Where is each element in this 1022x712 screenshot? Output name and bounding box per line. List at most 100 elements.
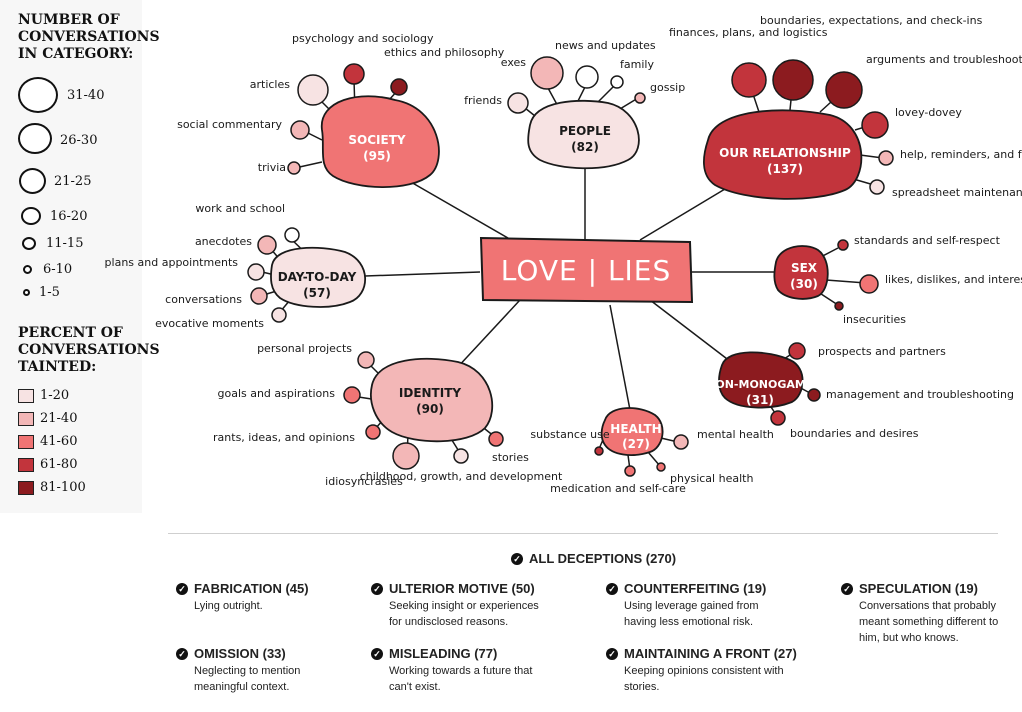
deception-title: ULTERIOR MOTIVE (50) [389,581,535,596]
sub-label: evocative moments [155,317,264,330]
sub-insecurities-circle [834,301,844,311]
center-banner [479,236,694,304]
size-circle-21-25 [19,168,46,194]
check-icon: ✓ [176,582,188,595]
sub-social-commentary-circle [290,120,310,140]
check-icon: ✓ [371,647,383,660]
sub-label: medication and self-care [550,482,686,495]
people-node [527,99,640,170]
health-count: (27) [622,437,650,451]
deception-desc: Keeping opinions consistent with stories… [624,665,784,693]
deception-item: ✓ULTERIOR MOTIVE (50) Seeking insight or… [371,581,546,630]
sub-family-circle [610,75,624,89]
sub-help-circle [878,150,894,166]
sub-likes-circle [859,274,879,294]
all-deceptions-header: ✓ALL DECEPTIONS (270) [511,551,676,566]
sub-label: mental health [697,428,774,441]
deception-desc: Neglecting to mention meaningful context… [194,665,301,693]
society-title: SOCIETY [348,133,405,147]
size-circle-6-10 [23,265,32,274]
daytoday-node [270,246,367,308]
health-title: HEALTH [610,422,661,436]
sub-label: substance use [530,428,609,441]
sub-trivia-circle [287,161,301,175]
sub-nm-boundaries-circle [770,410,786,426]
relationship-title: OUR RELATIONSHIP [719,146,851,160]
daytoday-count: (57) [303,286,331,300]
deception-item: ✓MISLEADING (77) Working towards a futur… [371,646,546,695]
identity-count: (90) [416,402,444,416]
sub-news-circle [575,65,599,89]
relationship-node [703,109,863,200]
sub-label: physical health [670,472,753,485]
nonmono-title: NON-MONOGAMY [706,378,815,391]
size-label: 21-25 [54,174,92,189]
sub-label: plans and appointments [105,256,239,269]
deception-title: FABRICATION (45) [194,581,309,596]
size-label: 26-30 [60,133,98,148]
center-title: LOVE | LIES [501,254,672,287]
sub-label: exes [501,56,527,69]
check-icon: ✓ [841,582,853,595]
percent-label: 41-60 [40,434,78,449]
percent-swatch-3 [18,435,34,449]
sub-arguments-circle [825,71,863,109]
sub-label: stories [492,451,529,464]
deception-title: MAINTAINING A FRONT (27) [624,646,797,661]
identity-node [370,357,494,443]
percent-swatch-4 [18,458,34,472]
sub-label: work and school [195,202,285,215]
sub-boundaries-circle [772,59,814,101]
sub-label: arguments and troubleshooting [866,53,1022,66]
divider [168,533,998,534]
sub-lovey-circle [861,111,889,139]
sub-label: friends [464,94,502,107]
sub-spreadsheet-circle [869,179,885,195]
sex-node [773,245,829,300]
percent-label: 81-100 [40,480,86,495]
sub-ethics-circle [390,78,408,96]
deception-item: ✓ OMISSION (33) Neglecting to mention mea… [176,646,356,695]
sub-label: gossip [650,81,685,94]
sub-personal-projects-circle [357,351,375,369]
mind-map: LOVE | LIES SOCIETY (95) PEOPLE (82) OUR… [105,14,1022,495]
size-legend-title: NUMBER OF CONVERSATIONS IN CATEGORY: [18,12,160,62]
sub-label: likes, dislikes, and interests [885,273,1022,286]
size-circle-26-30 [18,123,52,154]
percent-swatch-5 [18,481,34,495]
deception-item: ✓FABRICATION (45) Lying outright. [176,581,356,614]
sub-label: psychology and sociology [292,32,434,45]
sub-label: anecdotes [195,235,252,248]
size-circle-31-40 [18,77,58,113]
sub-label: spreadsheet maintenance [892,186,1022,199]
deception-item: ✓MAINTAINING A FRONT (27) Keeping opinio… [606,646,797,695]
sub-evocative-circle [271,307,287,323]
center-title-banner: LOVE | LIES [479,236,694,304]
check-icon: ✓ [606,582,618,595]
nonmono-count: (31) [746,393,774,407]
health-node [600,407,664,456]
sub-management-circle [807,388,821,402]
deception-item: ✓COUNTERFEITING (19) Using leverage gain… [606,581,776,630]
check-icon: ✓ [371,582,383,595]
size-label: 6-10 [43,262,73,277]
size-label: 31-40 [67,88,105,103]
sub-label: lovey-dovey [895,106,962,119]
size-label: 16-20 [50,209,88,224]
identity-title: IDENTITY [399,386,462,400]
people-title: PEOPLE [559,124,611,138]
sub-label: rants, ideas, and opinions [213,431,355,444]
sub-psychology-circle [343,63,365,85]
sub-label: boundaries and desires [790,427,919,440]
deception-title: OMISSION (33) [194,646,286,661]
sub-articles-circle [297,74,329,106]
sub-idiosyncrasies-circle [392,442,420,470]
sub-label: insecurities [843,313,906,326]
check-icon: ✓ [176,647,188,660]
deception-title: SPECULATION (19) [859,581,978,596]
sub-label: help, reminders, and favors [900,148,1022,161]
sub-finances-circle [731,62,767,98]
deception-desc: Conversations that probably meant someth… [859,600,999,644]
percent-label: 21-40 [40,411,78,426]
sub-friends-circle [507,92,529,114]
